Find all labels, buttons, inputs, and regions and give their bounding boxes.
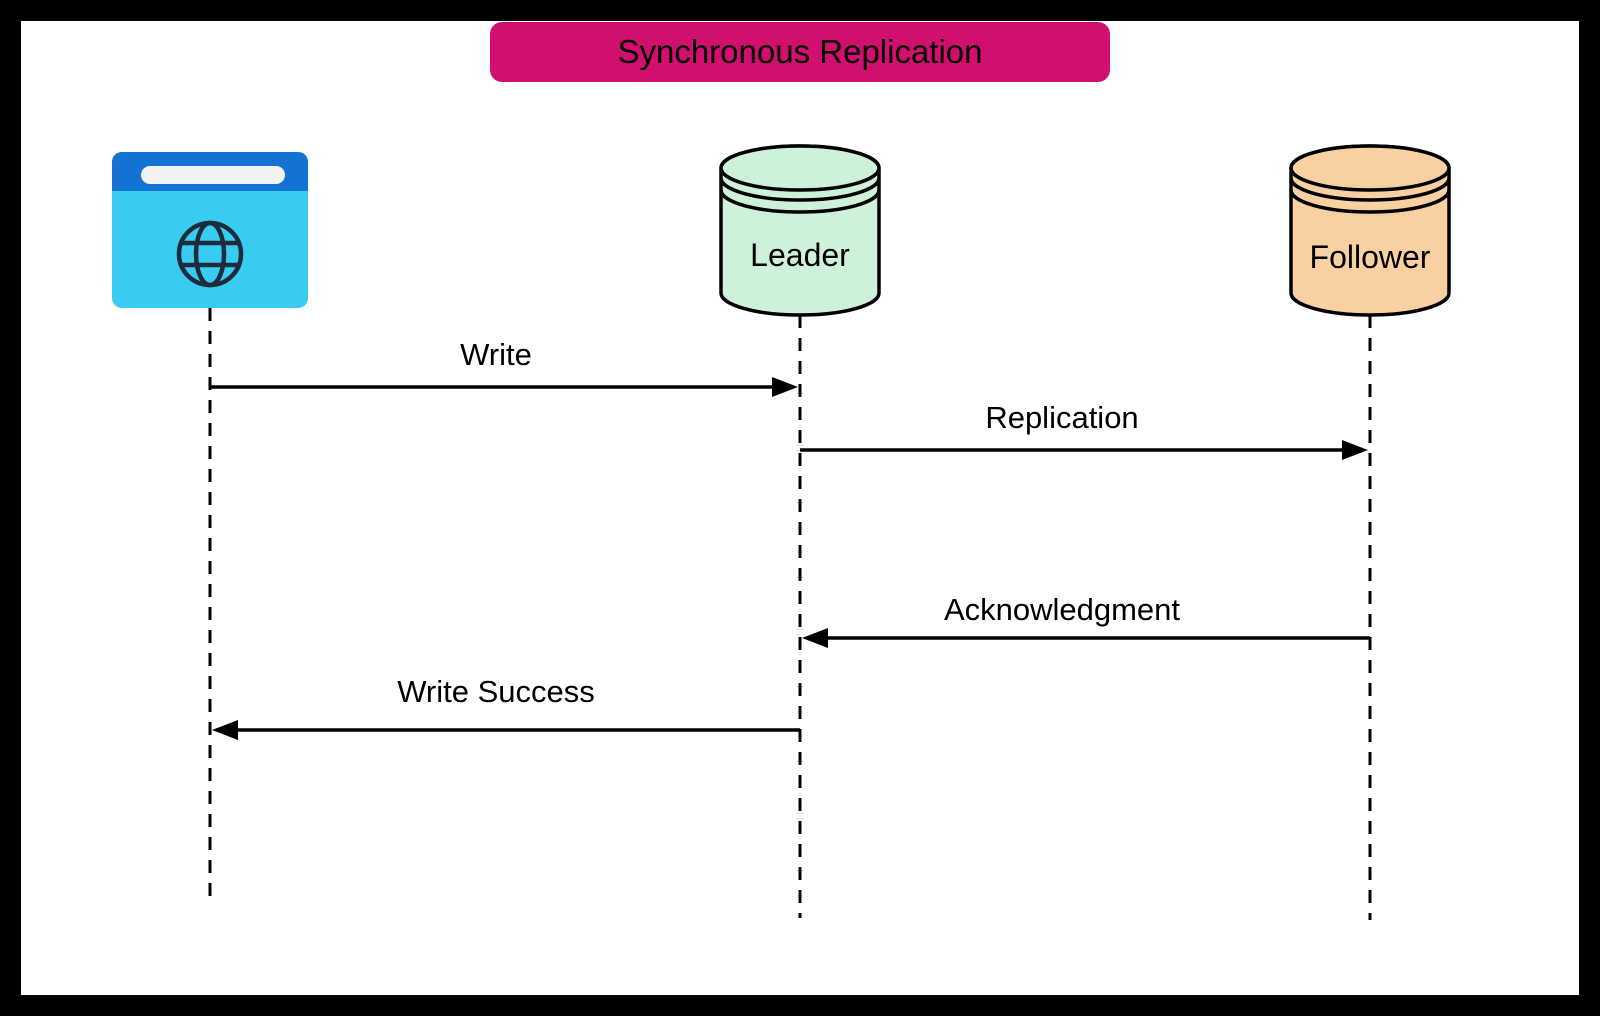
follower-cylinder-ring-1	[1289, 177, 1451, 202]
message-write-success-label: Write Success	[397, 674, 595, 709]
message-write-success: Write Success	[212, 674, 800, 740]
follower-cylinder-top	[1289, 144, 1451, 192]
leader-cylinder-ring-2	[719, 189, 881, 214]
message-write-arrowhead-icon	[772, 377, 798, 397]
message-replication-arrowhead-icon	[1342, 440, 1368, 460]
message-acknowledgment: Acknowledgment	[802, 592, 1370, 648]
leader-label: Leader	[750, 237, 850, 273]
leader-cylinder-ring-1	[719, 177, 881, 202]
message-replication-label: Replication	[985, 400, 1138, 435]
leader-database: Leader	[719, 144, 881, 317]
client-actor	[112, 152, 308, 308]
message-acknowledgment-arrowhead-icon	[802, 628, 828, 648]
message-write-label: Write	[460, 337, 532, 372]
message-acknowledgment-label: Acknowledgment	[944, 592, 1180, 627]
follower-label: Follower	[1310, 239, 1431, 275]
message-write-success-arrowhead-icon	[212, 720, 238, 740]
follower-database: Follower	[1289, 144, 1451, 317]
page-title: Synchronous Replication	[617, 33, 982, 70]
title-badge-bg	[490, 22, 1110, 82]
message-replication: Replication	[800, 400, 1368, 460]
title-badge: Synchronous Replication	[490, 22, 1110, 82]
follower-cylinder-ring-2	[1289, 189, 1451, 214]
message-write: Write	[210, 337, 798, 397]
leader-cylinder-top	[719, 144, 881, 192]
browser-address-bar	[141, 166, 285, 184]
globe-icon	[176, 220, 244, 288]
